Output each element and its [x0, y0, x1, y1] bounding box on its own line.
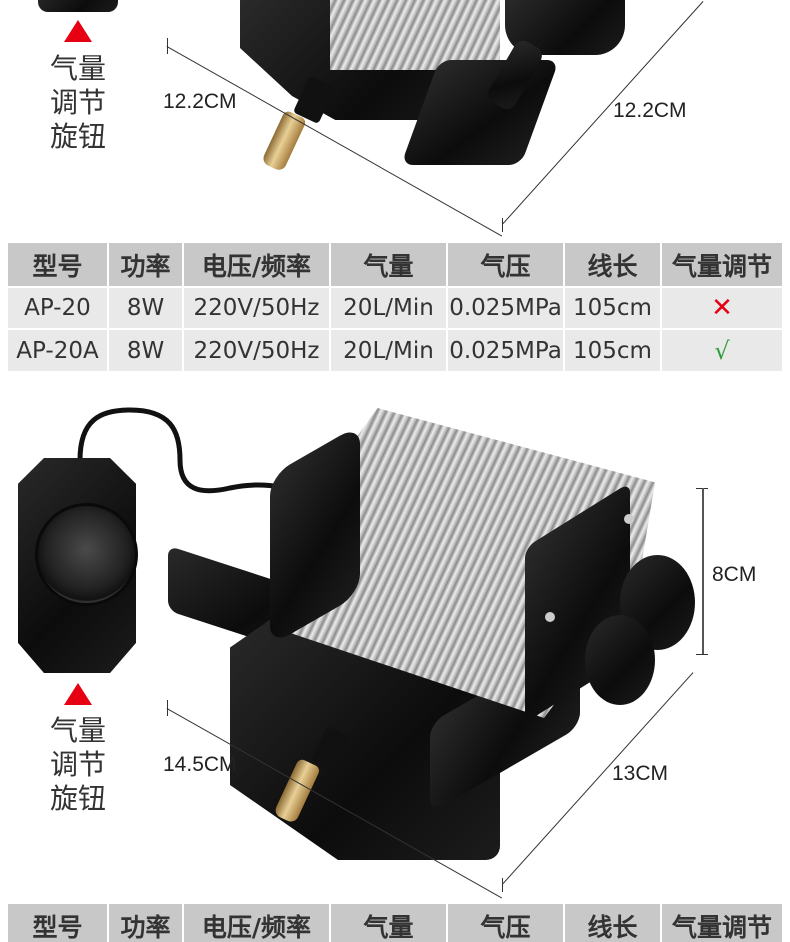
pump-cylinder-2: [585, 615, 655, 705]
header-adjust: 气量调节: [661, 904, 782, 942]
cell-pressure: 0.025MPa: [447, 286, 565, 329]
table-row: AP-20 8W 220V/50Hz 20L/Min 0.025MPa 105c…: [8, 286, 782, 329]
header-pressure: 气压: [447, 243, 565, 287]
cross-icon: ✕: [711, 293, 733, 323]
header-airflow: 气量: [330, 904, 448, 942]
dimension-tick: [502, 878, 503, 892]
header-pressure: 气压: [447, 904, 565, 942]
dimension-label-length: 12.2CM: [163, 90, 237, 113]
dimension-tick: [502, 218, 503, 232]
header-voltage: 电压/频率: [183, 904, 331, 942]
pump-metal-body: [330, 0, 500, 70]
table-header-row: 型号 功率 电压/频率 气量 气压 线长 气量调节: [8, 243, 782, 287]
cell-model: AP-20: [8, 286, 109, 329]
cell-adjust: ✕: [661, 286, 782, 329]
cell-model: AP-20A: [8, 328, 109, 371]
dimension-label-height: 8CM: [712, 563, 757, 586]
cell-pressure: 0.025MPa: [447, 328, 565, 371]
header-voltage: 电压/频率: [183, 243, 331, 287]
red-pointer-icon: [64, 20, 92, 42]
cell-voltage: 220V/50Hz: [183, 286, 331, 329]
brass-fitting: [260, 109, 308, 173]
dimension-label-width: 13CM: [612, 762, 669, 785]
power-cable: [77, 407, 306, 498]
knob-dial: [35, 503, 138, 606]
header-airflow: 气量: [330, 243, 448, 287]
dimension-label-width: 12.2CM: [613, 99, 687, 122]
header-power: 功率: [108, 904, 184, 942]
dimension-line-height: [702, 488, 704, 654]
red-pointer-icon: [64, 683, 92, 705]
cell-power: 8W: [108, 328, 184, 371]
cell-airflow: 20L/Min: [330, 286, 448, 329]
cell-voltage: 220V/50Hz: [183, 328, 331, 371]
dimension-label-length: 14.5CM: [163, 753, 237, 776]
dimension-line-height-cap: [696, 654, 708, 655]
cell-adjust: √: [661, 328, 782, 371]
header-adjust: 气量调节: [661, 243, 782, 287]
header-power: 功率: [108, 243, 184, 287]
knob-controller-remnant: [38, 0, 118, 12]
table-header-row: 型号 功率 电压/频率 气量 气压 线长 气量调节: [8, 904, 782, 942]
spec-table-top: 型号 功率 电压/频率 气量 气压 线长 气量调节 AP-20 8W 220V/…: [8, 243, 782, 371]
bottom-product-image: [0, 390, 790, 890]
check-icon: √: [714, 336, 730, 365]
knob-label-bottom: 气量 调节 旋钮: [49, 714, 106, 815]
cell-airflow: 20L/Min: [330, 328, 448, 371]
screw-icon: [624, 514, 634, 524]
header-cable: 线长: [564, 243, 662, 287]
top-product-image: [0, 0, 790, 235]
header-model: 型号: [8, 243, 109, 287]
cell-cable: 105cm: [564, 286, 662, 329]
table-row: AP-20A 8W 220V/50Hz 20L/Min 0.025MPa 105…: [8, 328, 782, 371]
header-cable: 线长: [564, 904, 662, 942]
cell-power: 8W: [108, 286, 184, 329]
header-model: 型号: [8, 904, 109, 942]
knob-label-top: 气量 调节 旋钮: [49, 52, 106, 153]
screw-icon: [545, 612, 555, 622]
cell-cable: 105cm: [564, 328, 662, 371]
spec-table-bottom: 型号 功率 电压/频率 气量 气压 线长 气量调节: [8, 904, 782, 942]
